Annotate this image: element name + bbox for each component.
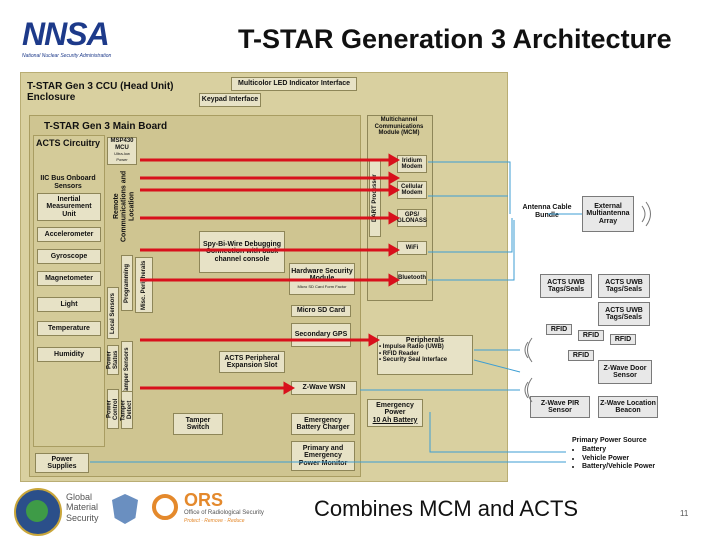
nnsa-tagline: National Nuclear Security Administration: [22, 53, 112, 59]
link-bluetooth: [428, 220, 515, 281]
zwave-pir-sensor: Z-Wave PIR Sensor: [530, 396, 590, 418]
tamper-switch-box: Tamper Switch: [173, 413, 223, 435]
mcm-wifi: WiFi: [397, 241, 427, 255]
nnsa-logo: NNSA National Nuclear Security Administr…: [14, 14, 158, 64]
zwave-wsn-box: Z-Wave WSN: [291, 381, 357, 395]
ors-emblem-icon: [152, 494, 178, 520]
ors-tagline: Protect · Remove · Reduce: [184, 518, 245, 524]
mcm-gps: GPS/ GLONASS: [397, 209, 427, 227]
bus-cellular-head: [388, 183, 401, 197]
rfid-tag-2: RFID: [578, 330, 604, 341]
mcm-label: Multichannel Communications Module (MCM): [374, 117, 424, 137]
power-source-title: Primary Power Source: [572, 437, 647, 444]
data-bus-arrows: [140, 153, 401, 395]
peripheral-item-rfid: • RFID Reader: [379, 350, 419, 357]
wireless-arc-2: [645, 201, 651, 227]
enclosure-label: T-STAR Gen 3 CCU (Head Unit) Enclosure: [27, 81, 174, 103]
wireless-arc-5: [524, 381, 529, 399]
page-number: 11: [680, 509, 689, 518]
zwave-location-beacon: Z-Wave Location Beacon: [598, 396, 658, 418]
sensor-temperature: Temperature: [37, 321, 101, 336]
microsd-box: Micro SD Card: [291, 305, 351, 317]
link-antenna-bundle: [428, 161, 511, 214]
bus-iridium-head: [388, 153, 401, 167]
peripheral-item-seal: • Security Seal Interface: [379, 356, 448, 363]
bus-wifi-head: [388, 243, 401, 257]
gms-line-2: Material: [66, 502, 99, 513]
secondary-gps-box: Secondary GPS: [291, 323, 351, 347]
main-board-label: T-STAR Gen 3 Main Board: [44, 121, 168, 132]
battery-10ah: 10 Ah Battery: [372, 416, 418, 424]
footer-caption: Combines MCM and ACTS: [314, 496, 579, 521]
rfid-tag-4: RFID: [568, 350, 594, 361]
zwave-door-sensor: Z-Wave Door Sensor: [598, 360, 652, 384]
uwb-tags-box-1: ACTS UWB Tags/Seals: [540, 274, 592, 298]
msp430-sub: Ultra-low Power: [114, 151, 130, 163]
doe-seal-center: [26, 500, 48, 522]
link-rfid: [473, 359, 521, 373]
peripheral-item-uwb: • Impulse Radio (UWB): [379, 344, 444, 351]
bus-remote-head: [388, 171, 401, 185]
mcm-iridium: Iridium Modem: [397, 155, 427, 173]
mcm-bluetooth: Bluetooth: [397, 271, 427, 285]
wireless-arc-3: [524, 341, 529, 359]
link-wifi: [428, 218, 513, 253]
bus-peripherals-head: [368, 333, 381, 347]
power-source-battery-vehicle: Battery/Vehicle Power: [582, 463, 655, 472]
primary-power-source: Primary Power Source Battery Vehicle Pow…: [572, 437, 655, 472]
acts-circuitry-label: ACTS Circuitry: [35, 138, 100, 148]
bus-gps-head: [388, 211, 401, 225]
sensor-light: Light: [37, 297, 101, 312]
acts-expansion-slot: ACTS Peripheral Expansion Slot: [219, 351, 285, 373]
power-source-battery: Battery: [582, 446, 655, 455]
iic-bus-label: IIC Bus Onboard Sensors: [40, 175, 96, 190]
page-title: T-STAR Generation 3 Architecture: [238, 24, 672, 54]
sensor-gyroscope: Gyroscope: [37, 249, 101, 264]
rfid-tag-3: RFID: [610, 334, 636, 345]
bus-bluetooth-head: [388, 273, 401, 287]
sensor-magnetometer: Magnetometer: [37, 271, 101, 286]
gms-logo-text: Global Material Security: [66, 492, 99, 523]
msp430-label: MSP430 MCU: [110, 138, 134, 151]
imu-box: Inertial Measurement Unit: [37, 193, 101, 221]
peripherals-title: Peripherals: [405, 337, 445, 344]
gms-line-1: Global: [66, 492, 93, 502]
bus-zwave-head: [283, 381, 296, 395]
ors-subtitle: Office of Radiological Security: [184, 510, 264, 516]
nnsa-logo-letters: NNSA: [22, 16, 110, 52]
acts-column: [33, 135, 105, 447]
emergency-power-label: Emergency Power: [376, 401, 414, 417]
power-supplies-box: Power Supplies: [35, 453, 89, 473]
antenna-bundle-label: Antenna Cable Bundle: [522, 204, 572, 219]
spy-bi-wire-box: Spy-Bi-Wire Debugging Connection with ba…: [199, 231, 285, 273]
wireless-arc-6: [527, 377, 533, 403]
power-monitor-box: Primary and Emergency Power Monitor: [291, 441, 355, 471]
external-antenna-box: External Multiantenna Array: [582, 196, 634, 232]
doe-seal-logo: [14, 488, 62, 536]
wireless-symbols: [524, 201, 651, 403]
link-power-source: [429, 412, 566, 453]
architecture-diagram: T-STAR Gen 3 CCU (Head Unit) Enclosure M…: [20, 72, 508, 482]
peripherals-box: Peripherals • Impulse Radio (UWB) • RFID…: [377, 335, 473, 375]
mcm-cellular: Cellular Modem: [397, 181, 427, 199]
hsm-sub: Micro SD Card Form Factor: [297, 283, 347, 289]
uwb-tags-box-2: ACTS UWB Tags/Seals: [598, 274, 650, 298]
power-source-vehicle: Vehicle Power: [582, 455, 655, 464]
sensor-humidity: Humidity: [37, 347, 101, 362]
led-interface: Multicolor LED Indicator Interface: [231, 77, 357, 91]
emergency-power-box: Emergency Power 10 Ah Battery: [367, 399, 423, 427]
link-lines: [90, 161, 582, 463]
gms-line-3: Security: [66, 512, 99, 523]
sensor-accelerometer: Accelerometer: [37, 227, 101, 242]
keypad-interface: Keypad Interface: [199, 93, 261, 107]
rfid-tag-1: RFID: [546, 324, 572, 335]
wireless-arc-1: [641, 205, 646, 223]
ors-logo: ORS: [184, 490, 224, 510]
wireless-arc-4: [527, 337, 533, 363]
uwb-tags-box-3: ACTS UWB Tags/Seals: [598, 302, 650, 326]
emergency-charger-box: Emergency Battery Charger: [291, 413, 355, 435]
